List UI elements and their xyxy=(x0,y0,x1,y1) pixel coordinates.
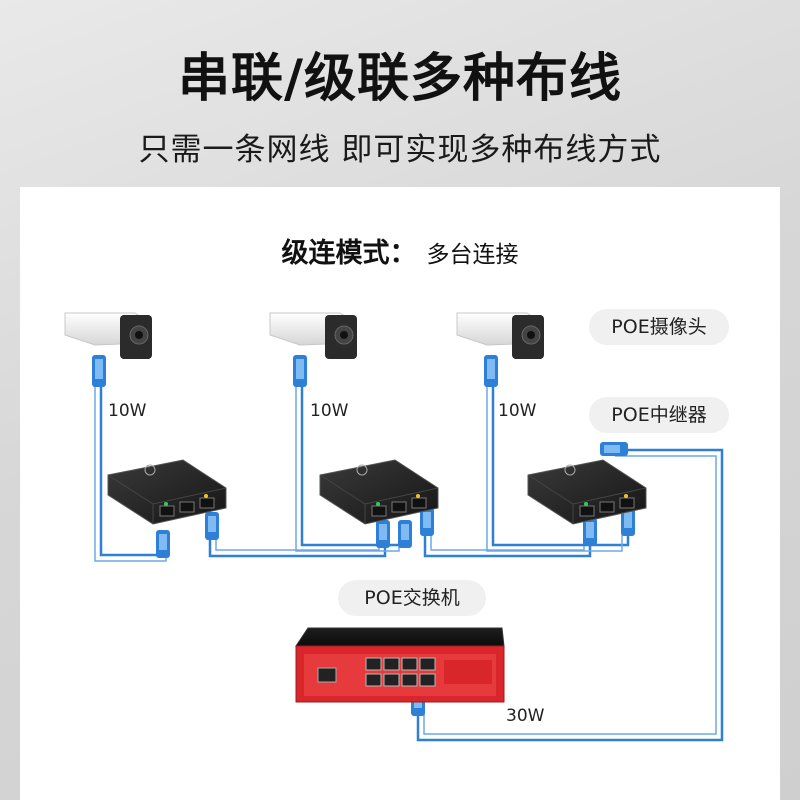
camera-icon xyxy=(269,312,357,359)
rj45-plug xyxy=(420,508,434,536)
cable-uplink xyxy=(416,448,724,742)
rj45-connectors xyxy=(92,355,635,716)
camera-icon xyxy=(64,312,152,359)
repeater-label: POE中继器 xyxy=(589,397,729,433)
rj45-plug xyxy=(621,508,635,536)
rj45-plug xyxy=(293,355,307,387)
rj45-plug xyxy=(398,520,412,548)
power-camera-2: 10W xyxy=(310,401,349,421)
page-subtitle: 只需一条网线 即可实现多种布线方式 xyxy=(138,132,662,168)
switch-label: POE交换机 xyxy=(338,580,486,616)
page-title: 串联/级联多种布线 xyxy=(178,49,622,109)
mode-description: 多台连接 xyxy=(426,242,519,268)
mode-heading: 级连模式： 多台连接 xyxy=(0,231,800,270)
power-uplink: 30W xyxy=(506,706,545,726)
rj45-plug xyxy=(92,355,106,387)
rj45-plug xyxy=(600,442,628,456)
mode-label: 级连模式： xyxy=(281,238,417,269)
switch-icon xyxy=(295,627,505,703)
power-camera-3: 10W xyxy=(498,401,537,421)
repeater-icon xyxy=(107,459,227,525)
power-camera-1: 10W xyxy=(108,401,147,421)
camera-label: POE摄像头 xyxy=(589,309,729,345)
rj45-plug xyxy=(376,520,390,548)
rj45-plug xyxy=(484,355,498,387)
rj45-plug xyxy=(156,530,170,558)
camera-icon xyxy=(456,312,544,359)
rj45-plug xyxy=(583,518,597,546)
repeater-icon xyxy=(319,459,439,525)
repeater-icon xyxy=(527,459,647,525)
cable-cam3-rep3 xyxy=(491,385,630,547)
rj45-plug xyxy=(205,512,219,540)
